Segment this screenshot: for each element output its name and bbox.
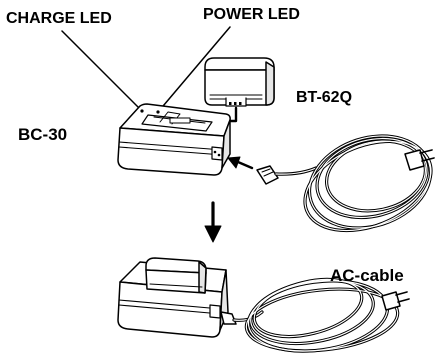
battery-pack [204,57,275,107]
power-led-label: POWER LED [203,6,300,23]
charger-assembled [117,257,229,338]
leader-lines [61,26,231,113]
ac-cable-label: AC-cable [330,266,404,285]
ac-cable-bottom [220,277,410,353]
charger-label: BC-30 [18,125,68,144]
battery-label: BT-62Q [296,89,353,106]
charger-unit [117,103,231,176]
charge-led-dot [140,109,144,113]
power-led-leader [157,26,231,113]
charge-led-label: CHARGE LED [6,10,112,27]
down-arrow [204,201,222,243]
charge-led-leader [61,30,143,112]
ac-cable-top [256,134,435,233]
power-led-dot [156,110,160,114]
plug-arrow [227,156,254,170]
